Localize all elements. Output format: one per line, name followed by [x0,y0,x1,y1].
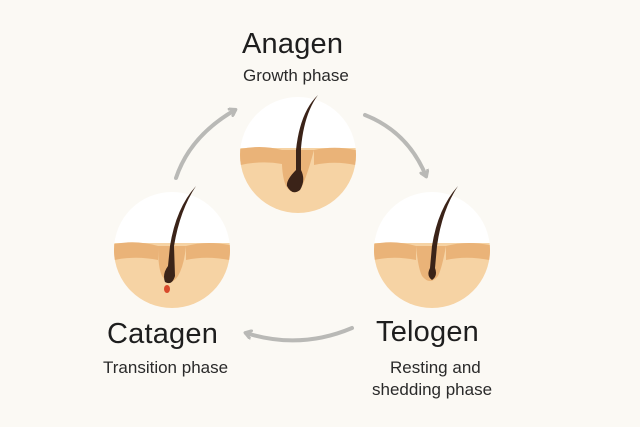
catagen-dermal-papilla [164,285,170,293]
catagen-follicle-illustration [114,186,230,308]
catagen-hair-shaft [164,186,196,284]
telogen-subtitle-line-2: shedding phase [372,380,493,399]
anagen-follicle-illustration [240,95,356,213]
arrow-catagen-to-anagen [174,110,235,180]
arrow-anagen-to-telogen [363,113,426,176]
anagen-title: Anagen [242,28,344,60]
anagen-subtitle: Growth phase [243,66,349,85]
arrow-telogen-to-catagen [246,326,354,343]
telogen-follicle-illustration [374,186,490,308]
telogen-subtitle-line-1: Resting and [390,358,481,377]
catagen-subtitle: Transition phase [103,358,229,377]
anagen-hair-shaft [286,95,318,193]
catagen-title: Catagen [107,318,219,350]
telogen-title: Telogen [376,316,479,348]
telogen-hair-shaft [428,186,458,280]
